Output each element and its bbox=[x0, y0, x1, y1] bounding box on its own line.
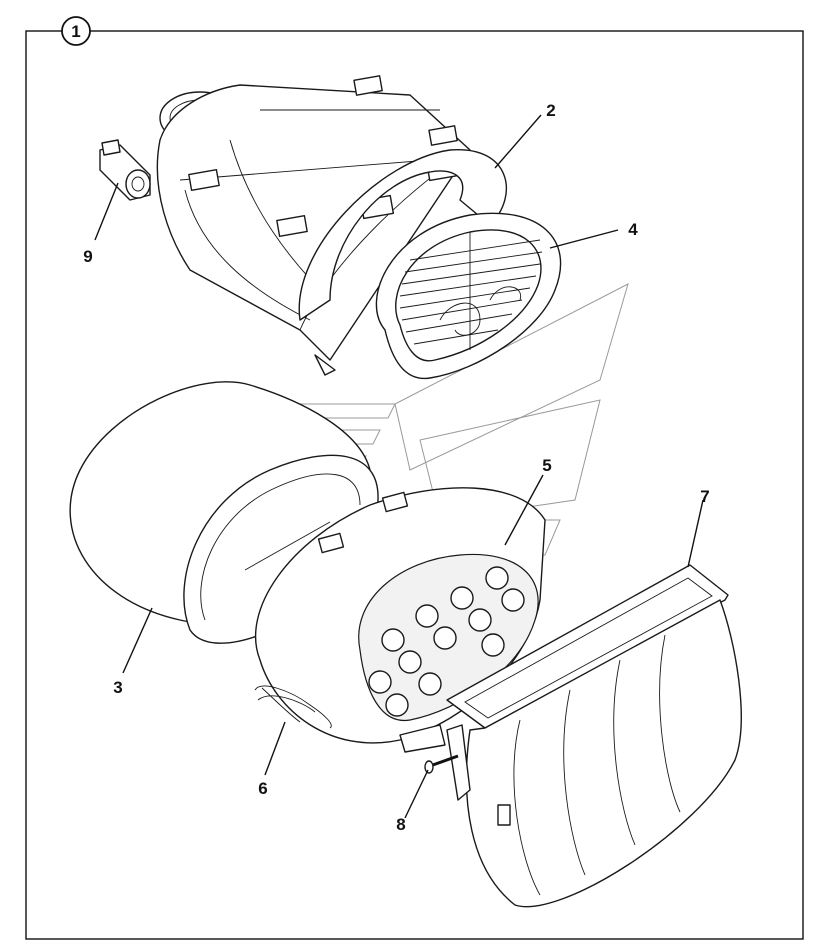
secondary-filter-element bbox=[255, 487, 546, 753]
callout-4: 4 bbox=[628, 220, 638, 239]
restriction-indicator bbox=[99, 139, 151, 201]
callout-5: 5 bbox=[542, 456, 551, 475]
callout-labels: 2 4 9 5 7 3 6 8 bbox=[83, 101, 709, 834]
screw bbox=[424, 754, 459, 774]
cyclone-tubes bbox=[368, 566, 525, 717]
leader-lines bbox=[94, 114, 704, 819]
dust-cover bbox=[446, 564, 742, 908]
grille-cover bbox=[375, 212, 562, 380]
callout-3: 3 bbox=[113, 678, 122, 697]
callout-7: 7 bbox=[700, 487, 709, 506]
figure-number: 1 bbox=[71, 22, 80, 41]
clamp bbox=[254, 685, 332, 729]
callout-8: 8 bbox=[396, 815, 405, 834]
figure-number-badge: 1 bbox=[61, 16, 91, 46]
callout-2: 2 bbox=[546, 101, 555, 120]
diagram-frame bbox=[25, 30, 804, 940]
callout-6: 6 bbox=[258, 779, 267, 798]
air-cleaner-housing bbox=[156, 75, 507, 376]
grille-slats bbox=[399, 232, 543, 350]
callout-9: 9 bbox=[83, 247, 92, 266]
